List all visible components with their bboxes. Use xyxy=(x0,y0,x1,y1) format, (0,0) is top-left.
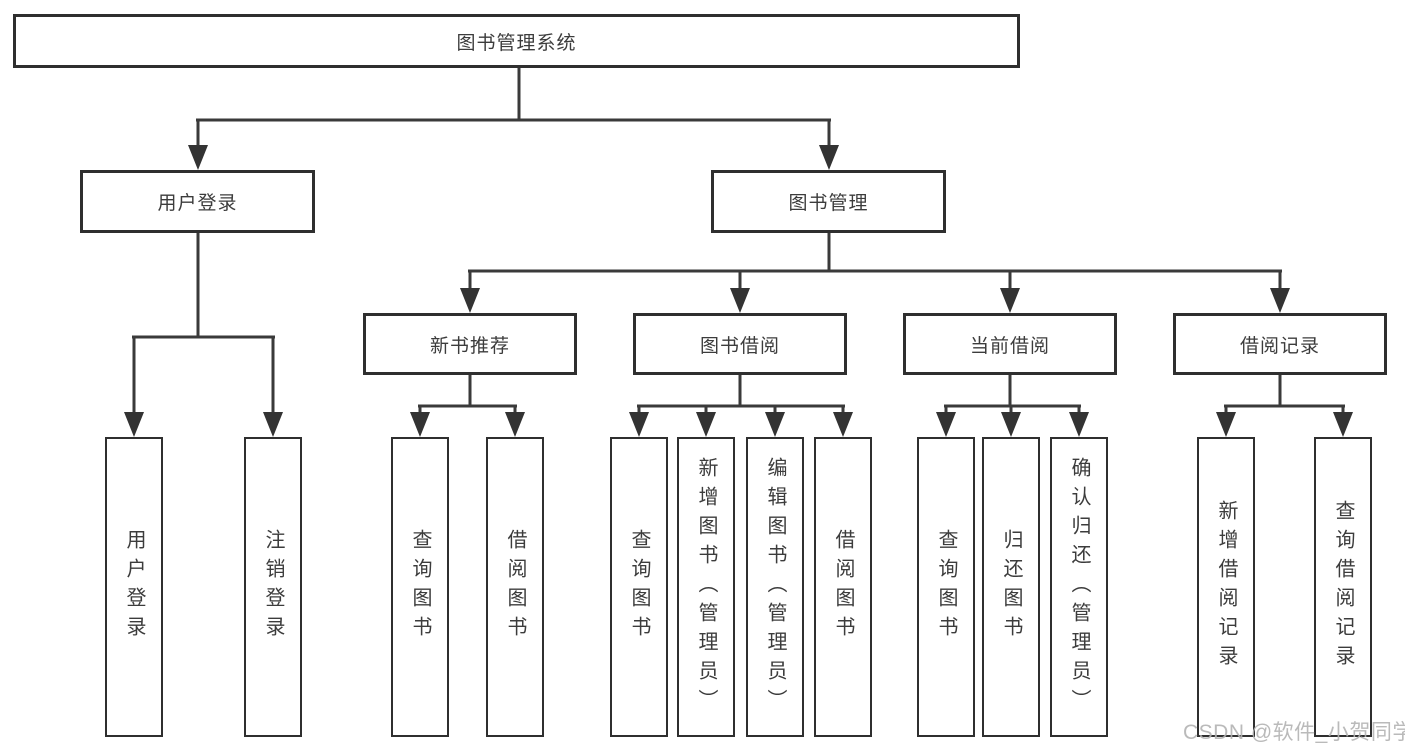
leaf-query-borrow-record: 查询借阅记录 xyxy=(1314,437,1372,737)
leaf-confirm-return-admin: 确认归还（管理员） xyxy=(1050,437,1108,737)
node-new-book-recommendation: 新书推荐 xyxy=(363,313,577,375)
leaf-edit-books-admin: 编辑图书（管理员） xyxy=(746,437,804,737)
node-current-borrowing: 当前借阅 xyxy=(903,313,1117,375)
leaf-query-books-current: 查询图书 xyxy=(917,437,975,737)
csdn-watermark: CSDN @软件_小贺同学 xyxy=(1183,721,1405,744)
leaf-return-books: 归还图书 xyxy=(982,437,1040,737)
node-book-borrowing: 图书借阅 xyxy=(633,313,847,375)
arrowhead-icons xyxy=(124,145,1353,437)
leaf-borrow-books-borrowing: 借阅图书 xyxy=(814,437,872,737)
leaf-add-borrow-record: 新增借阅记录 xyxy=(1197,437,1255,737)
leaf-query-books-borrowing: 查询图书 xyxy=(610,437,668,737)
leaf-query-books-recommend: 查询图书 xyxy=(391,437,449,737)
node-library-management-system: 图书管理系统 xyxy=(13,14,1020,68)
node-book-management: 图书管理 xyxy=(711,170,946,233)
node-user-login: 用户登录 xyxy=(80,170,315,233)
node-borrowing-records: 借阅记录 xyxy=(1173,313,1387,375)
leaf-add-books-admin: 新增图书（管理员） xyxy=(677,437,735,737)
leaf-borrow-books-recommend: 借阅图书 xyxy=(486,437,544,737)
leaf-user-login: 用户登录 xyxy=(105,437,163,737)
leaf-logout: 注销登录 xyxy=(244,437,302,737)
